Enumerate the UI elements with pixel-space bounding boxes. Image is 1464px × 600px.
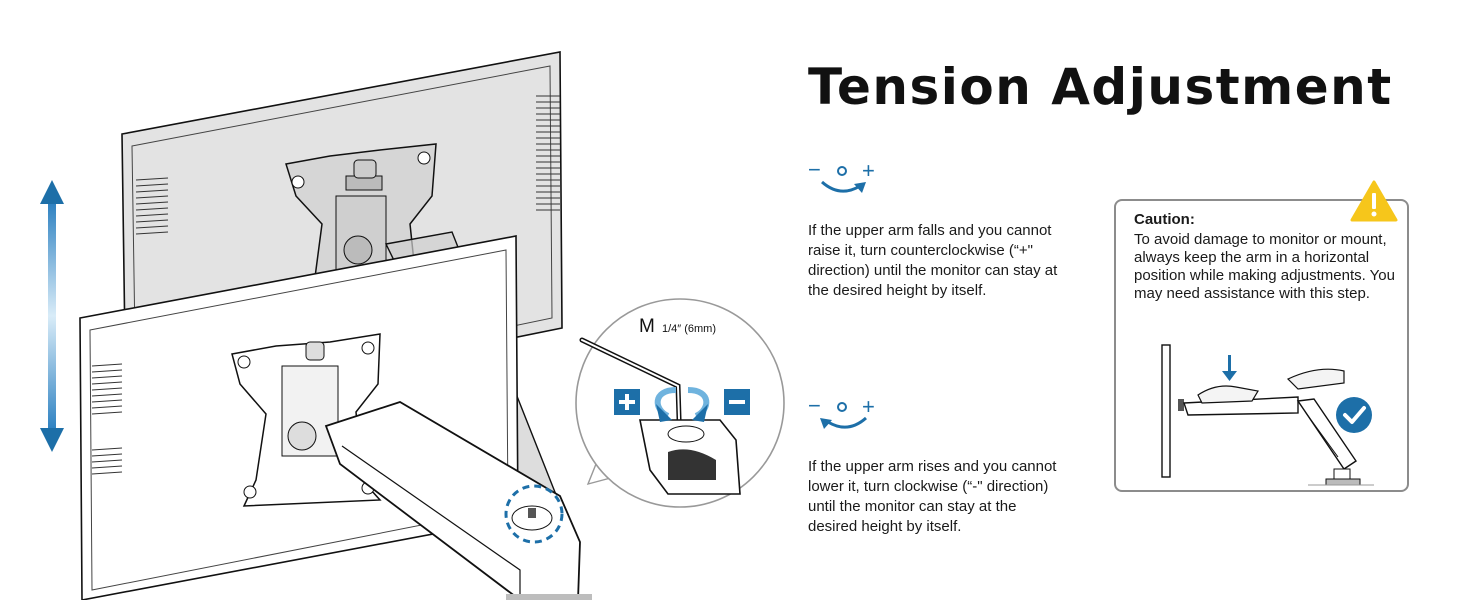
tool-letter: M xyxy=(639,316,655,337)
check-icon xyxy=(1336,397,1372,433)
clockwise-arrow-icon: − + xyxy=(808,396,875,429)
plus-square-icon xyxy=(614,389,640,415)
monitor-arm xyxy=(324,401,581,600)
caution-text: To avoid damage to monitor or mount, alw… xyxy=(1134,231,1395,302)
plus-sign: + xyxy=(862,396,875,419)
warning-icon xyxy=(1350,180,1398,222)
minus-sign: − xyxy=(808,160,821,182)
tool-size: 1/4″ (6mm) xyxy=(662,323,716,335)
minus-sign: − xyxy=(808,396,821,418)
minus-square-icon xyxy=(724,389,750,415)
instruction-counterclockwise: If the upper arm falls and you cannot ra… xyxy=(808,222,1058,299)
caution-title: Caution: xyxy=(1134,211,1195,228)
vertical-movement-arrow-icon xyxy=(40,180,64,452)
zoom-callout: M 1/4″ (6mm) xyxy=(575,298,785,508)
tension-screw-highlight xyxy=(504,484,564,544)
counterclockwise-arrow-icon: − + xyxy=(808,160,875,193)
horizontal-arm-illustration xyxy=(1161,344,1374,486)
instruction-clockwise: If the upper arm rises and you cannot lo… xyxy=(808,458,1057,535)
page-title: Tension Adjustment xyxy=(808,58,1393,116)
monitor-arm-illustration: M 1/4″ (6mm) xyxy=(40,51,785,600)
plus-sign: + xyxy=(862,160,875,183)
